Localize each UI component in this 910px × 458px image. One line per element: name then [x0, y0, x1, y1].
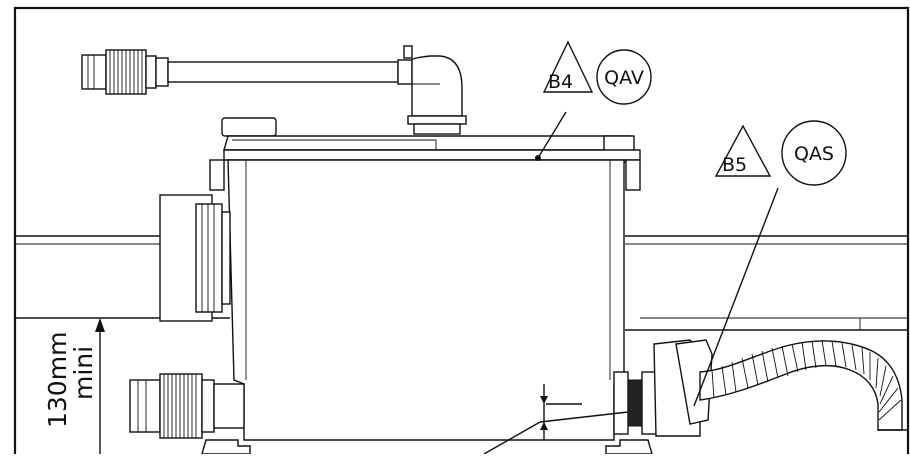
callout-circle-icon [596, 49, 652, 105]
callout-b5-circle-label: QAS [794, 143, 834, 165]
dimension-130mm: 130mm mini [43, 318, 105, 454]
left-side-inlet [159, 194, 231, 322]
callout-b4-circle-label: QAV [604, 67, 644, 89]
dimension-label-mini: mini [69, 346, 98, 400]
lower-left-inlet [129, 373, 245, 439]
callout-b4-triangle-label: B4 [548, 71, 573, 93]
leader-lines [483, 111, 779, 455]
callout-b5-triangle-label: B5 [722, 154, 747, 176]
top-inlet-pipe [81, 45, 467, 135]
drawing-frame [13, 6, 910, 458]
dimension-label-130mm: 130mm [43, 332, 72, 428]
warning-triangle-icon [714, 124, 772, 177]
warning-triangle-icon [542, 40, 594, 93]
right-outlet-hose [613, 339, 908, 437]
dimension-arrow-top [95, 318, 105, 332]
callout-circle-icon [781, 120, 847, 186]
pump-tank [201, 117, 653, 455]
callout-b4-qav: B4 QAV [542, 40, 652, 105]
wall-floor-lines [15, 235, 909, 331]
callout-b5-qas: B5 QAS [714, 120, 847, 186]
